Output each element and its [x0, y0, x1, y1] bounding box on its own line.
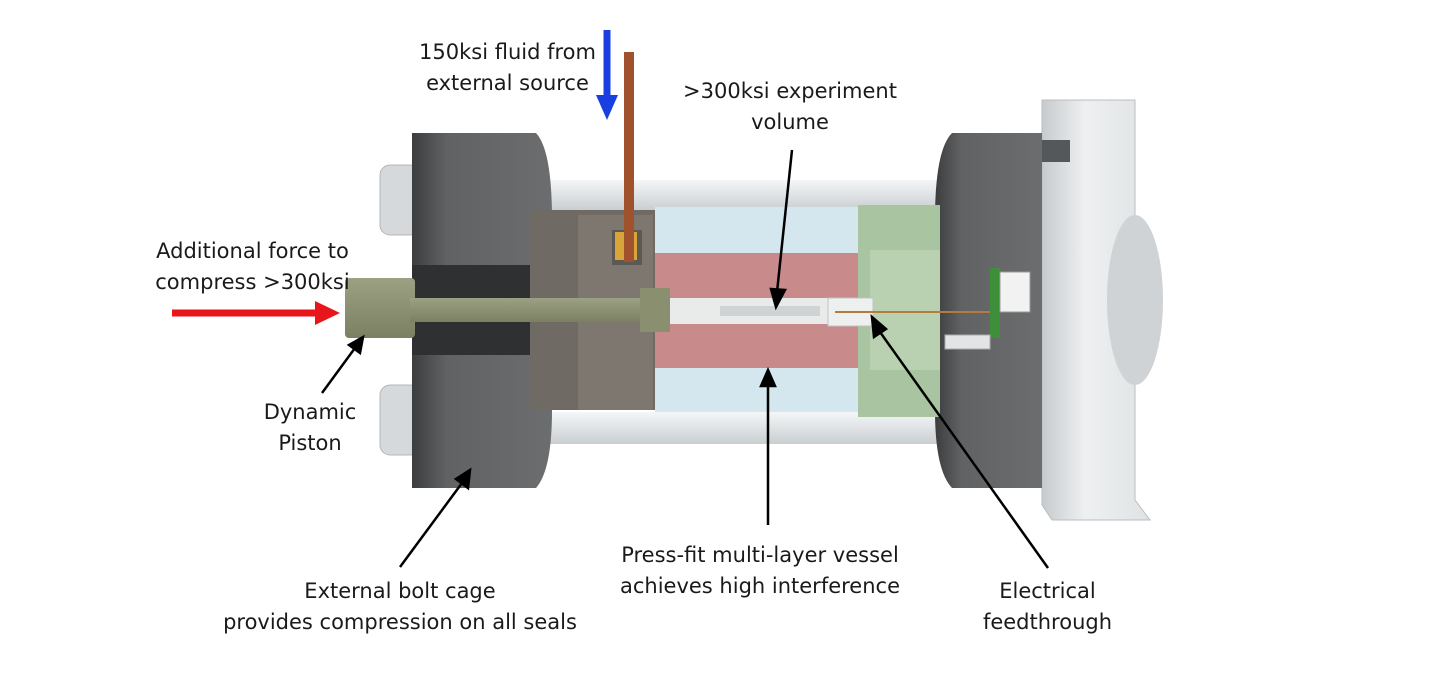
label-dynamic-piston: Dynamic Piston	[250, 397, 370, 459]
leader-feedthrough	[878, 331, 1050, 569]
fluid-inlet-arrow	[596, 30, 618, 120]
label-bolt-cage: External bolt cage provides compression …	[215, 576, 585, 638]
piston	[345, 278, 670, 338]
leader-lines	[320, 149, 1050, 569]
label-additional-force-line2: compress >300ksi	[155, 270, 350, 294]
feedthrough-plug	[827, 205, 1000, 417]
label-experiment-volume: >300ksi experiment volume	[675, 76, 905, 138]
label-dynamic-piston-line1: Dynamic	[263, 400, 357, 424]
label-vessel-line2: achieves high interference	[619, 574, 900, 598]
label-fluid-source-line2: external source	[426, 71, 589, 95]
label-dynamic-piston-line2: Piston	[278, 431, 342, 455]
label-experiment-volume-line1: >300ksi experiment	[683, 79, 897, 103]
leader-feedthrough-head	[870, 314, 889, 340]
label-feedthrough: Electrical feedthrough	[975, 576, 1120, 638]
leader-dynamic-piston	[320, 347, 357, 394]
leader-dynamic-piston-head	[346, 334, 365, 356]
leader-bolt-cage	[398, 482, 464, 568]
leader-experiment-volume	[775, 149, 794, 293]
leader-vessel-head	[759, 366, 777, 388]
label-feedthrough-line2: feedthrough	[982, 610, 1113, 634]
label-fluid-source-line1: 150ksi fluid from	[419, 40, 596, 64]
label-vessel-line1: Press-fit multi-layer vessel	[621, 543, 899, 567]
label-feedthrough-line1: Electrical	[999, 579, 1096, 603]
leader-experiment-volume-head	[769, 287, 788, 311]
force-arrow	[172, 301, 340, 325]
connector-board	[944, 268, 1031, 350]
label-fluid-source: 150ksi fluid from external source	[410, 37, 605, 99]
label-bolt-cage-line2: provides compression on all seals	[223, 610, 577, 634]
label-bolt-cage-line1: External bolt cage	[304, 579, 496, 603]
label-experiment-volume-line2: volume	[751, 110, 829, 134]
leader-bolt-cage-head	[453, 467, 472, 491]
right-end-cap	[1030, 99, 1163, 521]
right-end-block	[935, 133, 1042, 488]
label-additional-force: Additional force to compress >300ksi	[145, 236, 360, 298]
label-additional-force-line1: Additional force to	[156, 239, 349, 263]
vessel-layers	[655, 207, 865, 412]
label-vessel: Press-fit multi-layer vessel achieves hi…	[615, 540, 905, 602]
inlet-tube	[624, 52, 634, 262]
